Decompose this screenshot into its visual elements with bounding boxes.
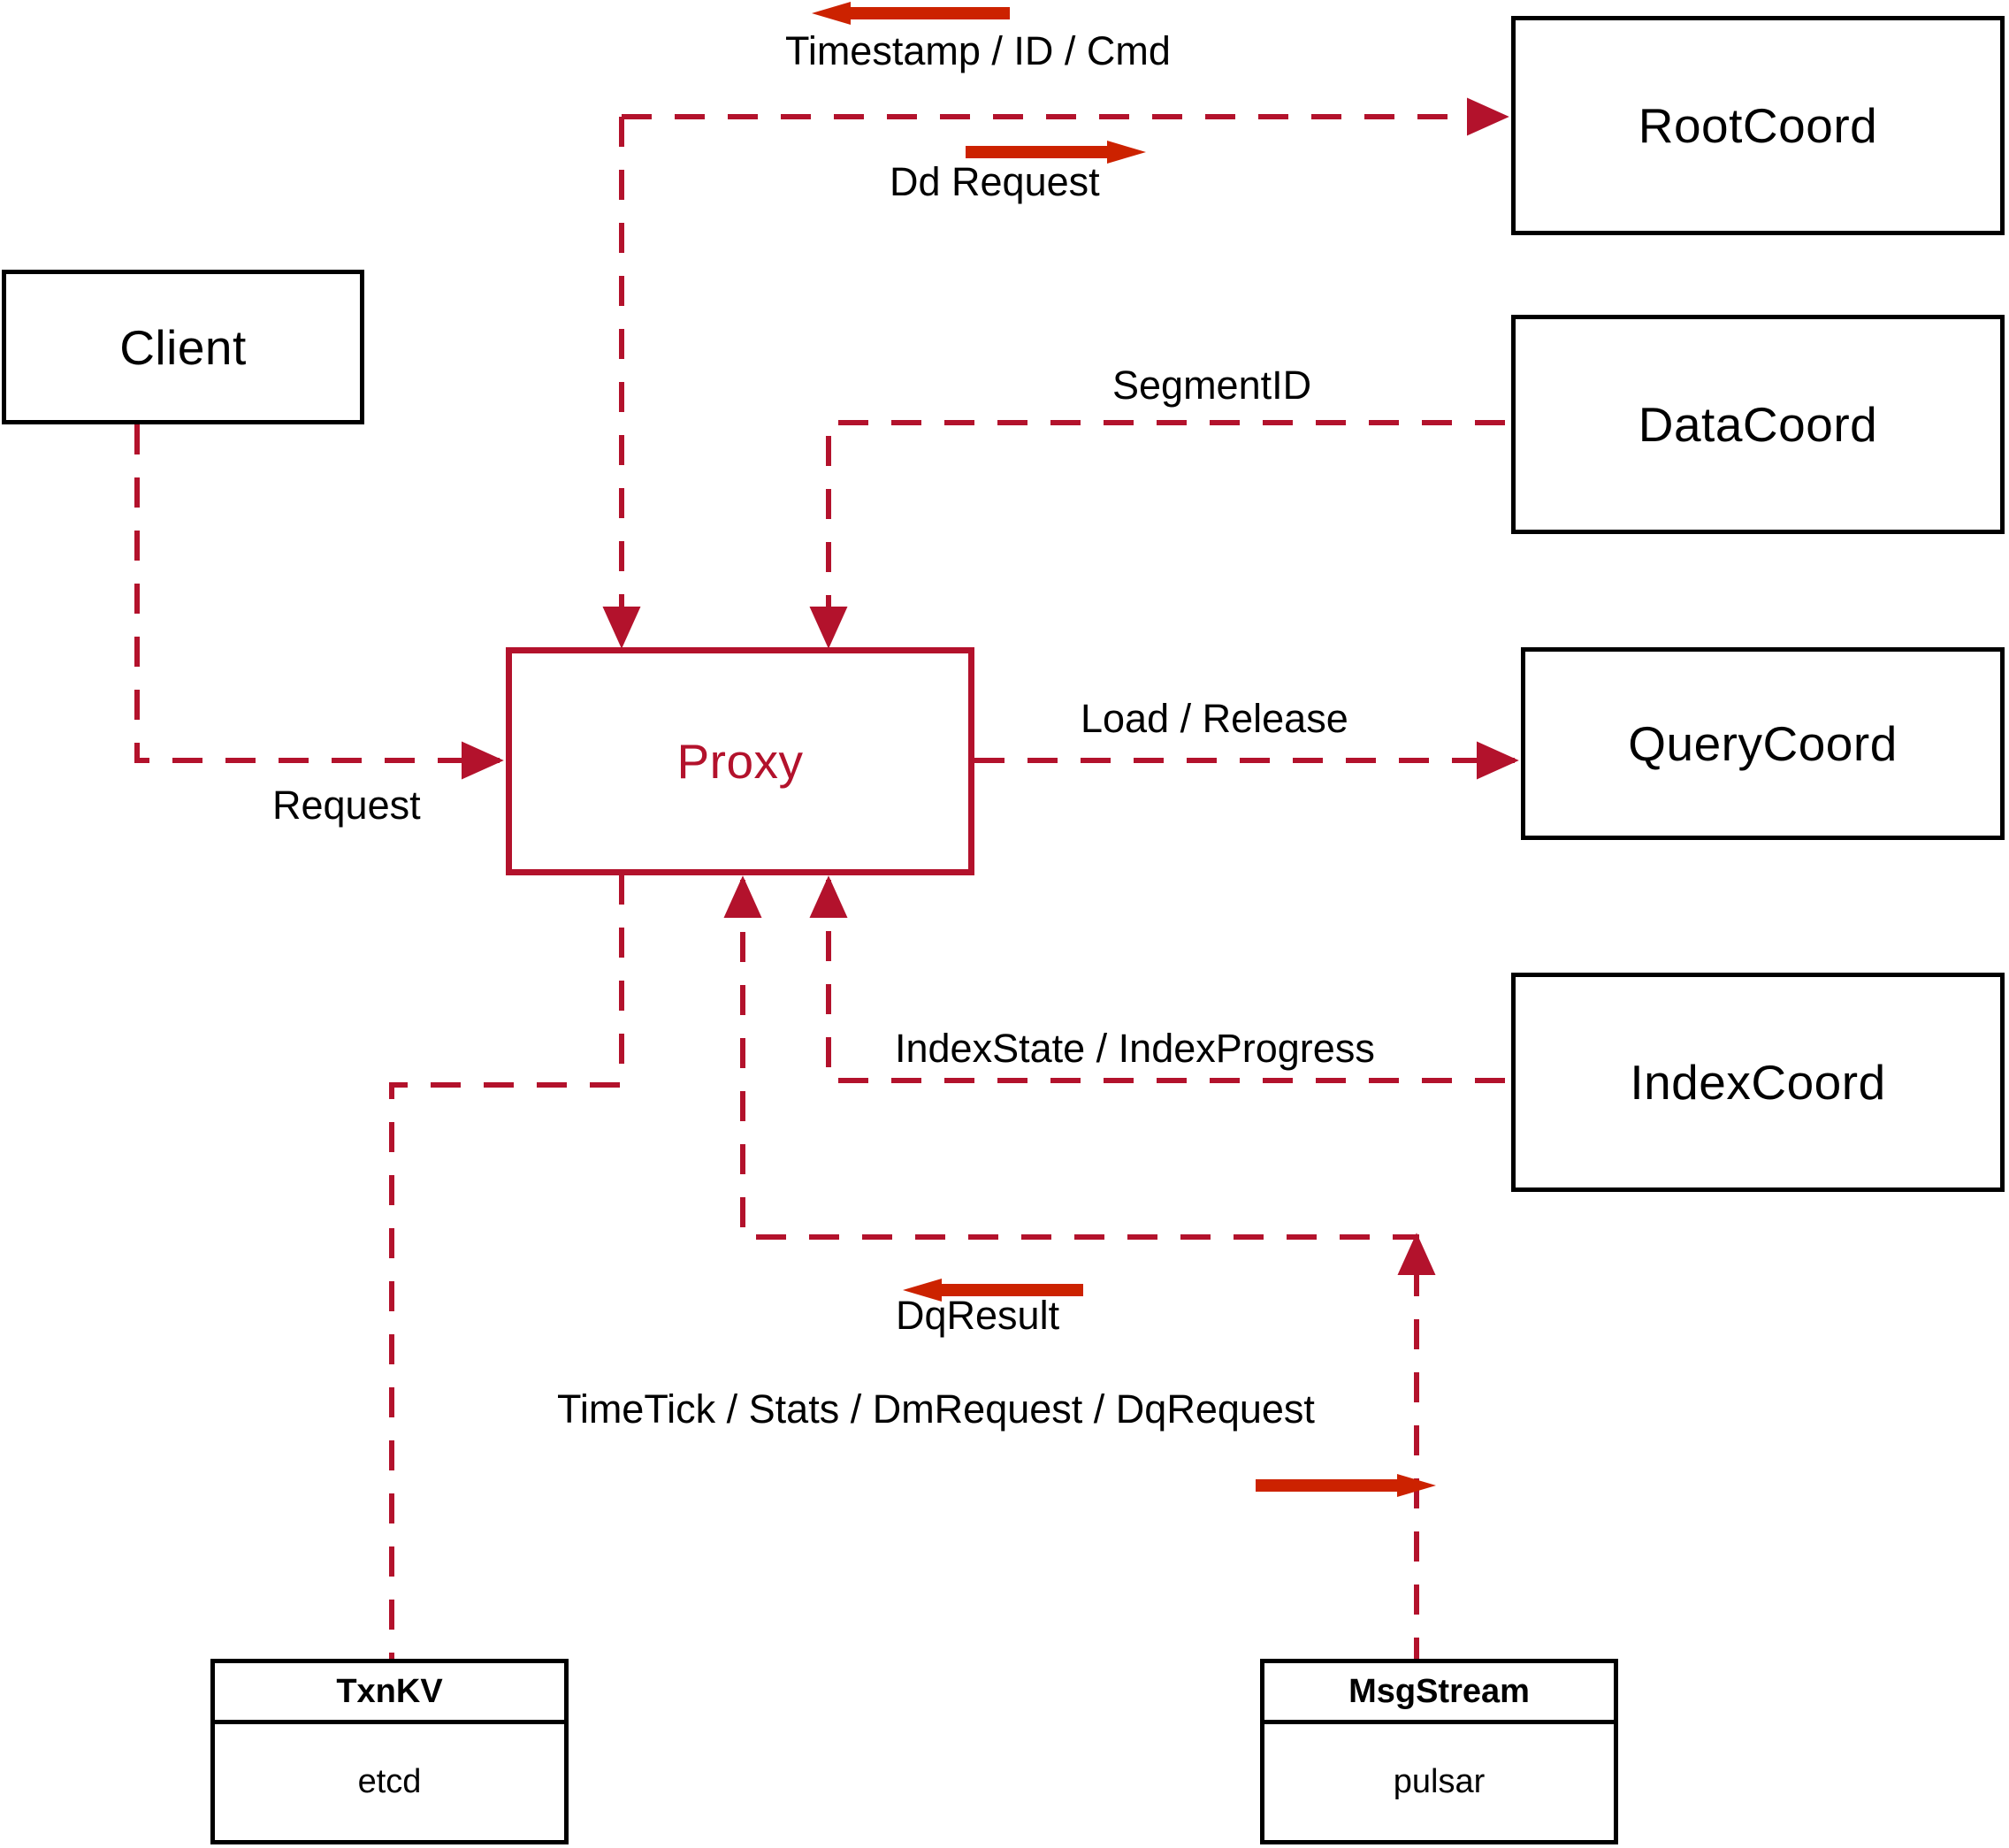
edge-msgstream-proxy-loop <box>723 875 1419 1668</box>
edge-label-load-release: Load / Release <box>1081 696 1348 741</box>
edge-label-timestamp-id-cmd: Timestamp / ID / Cmd <box>785 28 1171 73</box>
node-txnkv-body: etcd <box>357 1763 422 1800</box>
node-rootcoord-label: RootCoord <box>1638 98 1878 153</box>
edge-indexcoord-to-proxy <box>809 875 1505 1083</box>
edge-label-dq-result: DqResult <box>896 1293 1060 1338</box>
edge-label-segment-id: SegmentID <box>1112 363 1312 408</box>
node-txnkv-header: TxnKV <box>215 1663 564 1724</box>
edge-datacoord-to-proxy <box>809 420 1505 649</box>
node-indexcoord[interactable]: IndexCoord <box>1511 973 2005 1192</box>
node-txnkv[interactable]: TxnKV etcd <box>210 1659 569 1844</box>
node-datacoord-label: DataCoord <box>1638 397 1878 452</box>
edge-label-timetick-stats: TimeTick / Stats / DmRequest / DqRequest <box>557 1386 1315 1432</box>
hint-arrow-dd-request-right <box>966 141 1146 164</box>
node-datacoord[interactable]: DataCoord <box>1511 315 2005 534</box>
node-proxy[interactable]: Proxy <box>506 647 974 875</box>
edge-proxy-to-txnkv <box>389 874 624 1659</box>
edge-client-to-proxy <box>134 424 504 780</box>
edge-label-dd-request: Dd Request <box>890 159 1100 204</box>
node-querycoord[interactable]: QueryCoord <box>1521 647 2005 840</box>
node-msgstream-header: MsgStream <box>1264 1663 1614 1724</box>
hint-arrow-dqrequest-right <box>1256 1474 1436 1497</box>
node-indexcoord-label: IndexCoord <box>1630 1055 1886 1110</box>
edge-label-index-state-progress: IndexState / IndexProgress <box>895 1026 1375 1071</box>
hint-arrow-timestamp-left <box>812 2 1010 25</box>
node-client[interactable]: Client <box>2 270 364 424</box>
node-proxy-label: Proxy <box>676 734 804 789</box>
node-msgstream-body: pulsar <box>1393 1763 1486 1800</box>
node-msgstream[interactable]: MsgStream pulsar <box>1260 1659 1618 1844</box>
node-querycoord-label: QueryCoord <box>1628 716 1898 771</box>
edge-label-request: Request <box>272 783 421 828</box>
node-rootcoord[interactable]: RootCoord <box>1511 16 2005 235</box>
hint-arrow-dqresult-left <box>903 1279 1083 1302</box>
node-client-label: Client <box>119 319 247 375</box>
